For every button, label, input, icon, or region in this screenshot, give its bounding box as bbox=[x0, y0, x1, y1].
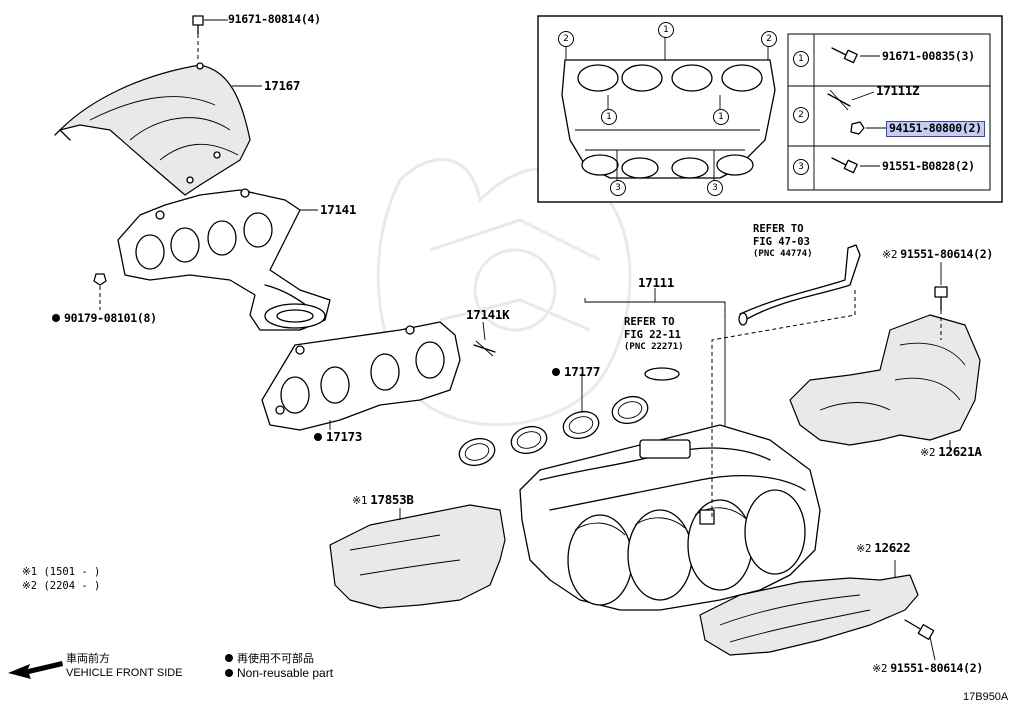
non-reusable-dot-icon bbox=[552, 368, 560, 376]
ref-fig-22-11: REFER TO FIG 22-11 (PNC 22271) bbox=[624, 316, 684, 354]
label-12621A-text: 12621A bbox=[938, 444, 982, 459]
label-91551-bottom-mark: ※2 bbox=[872, 662, 888, 675]
ref-fig-22-line1: REFER TO bbox=[624, 316, 675, 328]
inset-stud-17111Z bbox=[827, 89, 851, 111]
insulator-17853B bbox=[329, 504, 506, 609]
insulator-12621A bbox=[789, 314, 981, 446]
inset-bolt-91551-B0828 bbox=[831, 157, 858, 174]
stud-17141K bbox=[473, 321, 496, 357]
inset-callout-3-right: 3 bbox=[707, 180, 723, 196]
label-12622-text: 12622 bbox=[874, 540, 911, 555]
inset-callout-1-top: 1 bbox=[658, 22, 674, 38]
ref-fig-47-03: REFER TO FIG 47-03 (PNC 44774) bbox=[753, 223, 813, 261]
label-17141K: 17141K bbox=[466, 307, 510, 322]
inset-box bbox=[537, 15, 1003, 203]
inset-callout-3-left: 3 bbox=[610, 180, 626, 196]
gasket-17177 bbox=[458, 395, 649, 467]
inset-row-2-num: 2 bbox=[793, 107, 809, 123]
label-17141: 17141 bbox=[320, 202, 357, 217]
legend-nonreuse-jp: 再使用不可部品 bbox=[237, 653, 314, 665]
label-17173: 17173 bbox=[314, 429, 363, 444]
o-ring-22271 bbox=[644, 367, 680, 381]
bolt-91671-80814 bbox=[192, 15, 228, 62]
non-reusable-dot-icon bbox=[314, 433, 322, 441]
label-17173-text: 17173 bbox=[326, 429, 363, 444]
inset-row-1-num: 1 bbox=[793, 51, 809, 67]
inset-callout-2-right: 2 bbox=[761, 31, 777, 47]
legend-non-reusable: 再使用不可部品 Non-reusable part bbox=[225, 652, 333, 682]
label-91551-top-mark: ※2 bbox=[882, 248, 898, 261]
note-x2-date-range: ※2 (2204 - ) bbox=[22, 580, 101, 592]
inset-label-91551-B0828: 91551-B0828(2) bbox=[882, 159, 975, 173]
ref-fig-22-line2: FIG 22-11 bbox=[624, 329, 681, 342]
label-17177-text: 17177 bbox=[564, 364, 601, 379]
figure-id: 17B950A bbox=[963, 691, 1009, 703]
legend-nonreuse-en-row: Non-reusable part bbox=[225, 666, 333, 682]
label-90179-08101-text: 90179-08101(8) bbox=[64, 311, 157, 325]
label-17853B-text: 17853B bbox=[370, 492, 414, 507]
heat-insulator-17167 bbox=[54, 62, 251, 196]
label-17167: 17167 bbox=[264, 78, 301, 93]
inset-label-94151-80800-highlighted[interactable]: 94151-80800(2) bbox=[886, 121, 985, 137]
ref-fig-47-line3: (PNC 44774) bbox=[753, 249, 813, 260]
legend-dot-icon bbox=[225, 669, 233, 678]
vehicle-front-arrow-icon bbox=[8, 661, 63, 679]
ref-fig-47-line1: REFER TO bbox=[753, 223, 804, 235]
legend-front-side: 車両前方 VEHICLE FRONT SIDE bbox=[66, 652, 183, 681]
inset-label-91671-00835: 91671-00835(3) bbox=[882, 49, 975, 63]
legend-nonreuse-en: Non-reusable part bbox=[237, 666, 334, 681]
inset-row-3-num: 3 bbox=[793, 159, 809, 175]
legend-nonreuse-jp-row: 再使用不可部品 bbox=[225, 652, 333, 666]
nut-90179-08101 bbox=[93, 273, 107, 310]
label-12622-mark: ※2 bbox=[856, 542, 872, 555]
inset-label-17111Z: 17111Z bbox=[876, 83, 920, 98]
non-reusable-dot-icon bbox=[52, 314, 60, 322]
intake-manifold-17111 bbox=[519, 424, 821, 611]
label-17111: 17111 bbox=[638, 275, 675, 290]
label-91551-bottom-text: 91551-80614(2) bbox=[890, 661, 983, 675]
gasket-17173 bbox=[261, 321, 461, 431]
bolt-91551-80614-top bbox=[934, 262, 948, 340]
inset-bolt-91671-00835 bbox=[831, 47, 858, 64]
label-12621A-mark: ※2 bbox=[920, 446, 936, 459]
inset-callout-1-right: 1 bbox=[713, 109, 729, 125]
label-17853B-mark: ※1 bbox=[352, 494, 368, 507]
label-17177: 17177 bbox=[552, 364, 601, 379]
inset-nut-94151-80800 bbox=[850, 121, 865, 135]
insulator-12622 bbox=[699, 574, 919, 656]
note-x1-date-range: ※1 (1501 - ) bbox=[22, 566, 101, 578]
ref-fig-22-line3: (PNC 22271) bbox=[624, 342, 684, 353]
vacuum-hose-44774 bbox=[738, 244, 861, 326]
inset-callout-2-left: 2 bbox=[558, 31, 574, 47]
bolt-91551-80614-bottom bbox=[904, 619, 936, 661]
ref-fig-47-line2: FIG 47-03 bbox=[753, 236, 810, 249]
legend-dot-icon bbox=[225, 654, 233, 662]
exhaust-manifold-17141 bbox=[117, 188, 331, 331]
inset-callout-1-left: 1 bbox=[601, 109, 617, 125]
legend-front-jp: 車両前方 bbox=[66, 653, 110, 665]
label-91551-top-text: 91551-80614(2) bbox=[900, 247, 993, 261]
label-90179-08101: 90179-08101(8) bbox=[52, 311, 157, 325]
legend-front-en: VEHICLE FRONT SIDE bbox=[66, 667, 183, 680]
label-91671-80814: 91671-80814(4) bbox=[228, 12, 321, 26]
